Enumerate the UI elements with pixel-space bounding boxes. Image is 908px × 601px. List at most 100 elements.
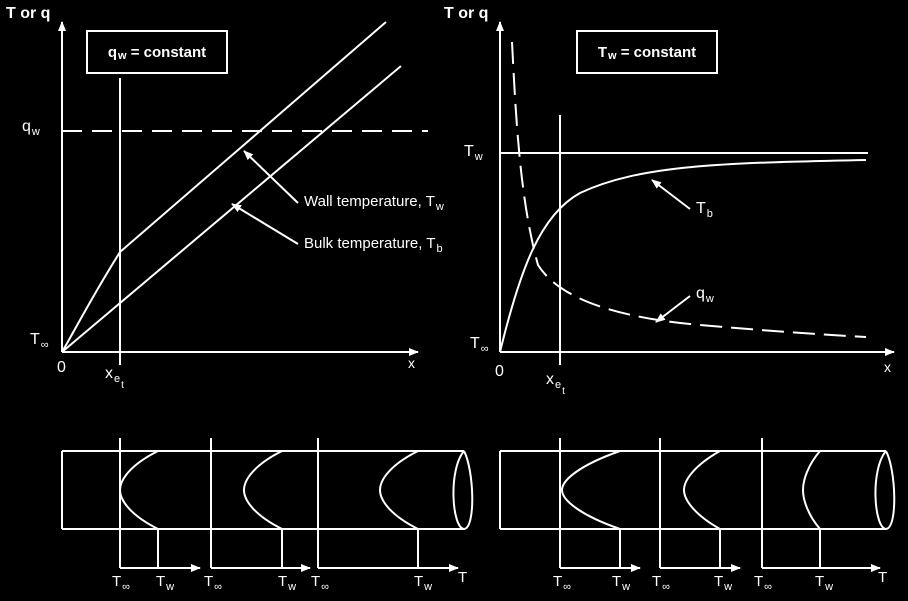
right-x-label: x	[884, 359, 891, 375]
left-wall-temp-sub: w	[435, 201, 444, 213]
right-bottom-label-6: Tw	[815, 573, 833, 593]
right-condition-sym: T	[597, 43, 607, 61]
left-bottom-6-sym: T	[414, 573, 424, 590]
left-bottom-3-sub: ∞	[214, 581, 223, 593]
right-bottom-3-sub: ∞	[662, 581, 671, 593]
left-condition-rest: = constant	[126, 43, 207, 61]
right-bottom-5-sym: T	[754, 573, 764, 590]
right-bottom-label-2: Tw	[612, 573, 630, 593]
left-bottom-2-sub: w	[166, 581, 175, 593]
right-Tw-level-label: Tw	[464, 143, 483, 163]
right-bottom-1-sym: T	[553, 573, 563, 590]
right-Tw-sym: T	[464, 143, 474, 160]
right-bottom-6-sub: w	[825, 581, 834, 593]
left-entry-label: xet	[105, 365, 124, 391]
left-y-axis-label: T or q	[6, 5, 51, 22]
left-profile-3	[378, 450, 419, 530]
left-bottom-2-sym: T	[156, 573, 166, 590]
right-pipe-end	[874, 450, 896, 531]
right-Tb-curve	[499, 159, 867, 353]
left-profile-2	[242, 450, 283, 530]
left-wall-temp-label: Wall temperature, Tw	[304, 193, 444, 213]
right-profile-2	[682, 450, 721, 530]
right-profile-1	[560, 450, 621, 530]
left-bottom-label-1: T∞	[112, 573, 130, 593]
right-Tb-sub: b	[706, 208, 713, 220]
left-qw-level-label: qw	[22, 118, 40, 138]
left-entry-sym: x	[105, 365, 113, 382]
right-y-axis-label: T or q	[444, 5, 489, 22]
left-bulk-temp-text: Bulk temperature, T	[304, 235, 436, 252]
left-condition-sub: w	[118, 50, 127, 62]
right-bottom-label-5: T∞	[754, 573, 772, 593]
left-entry-sub: e	[114, 373, 121, 385]
left-bottom-1-sym: T	[112, 573, 122, 590]
right-origin-T-sub: ∞	[480, 343, 489, 355]
left-bulk-leader	[231, 203, 299, 245]
right-Tb-leader	[651, 179, 691, 210]
right-origin-T-label: T∞	[470, 335, 489, 355]
right-bottom-3-sym: T	[652, 573, 662, 590]
left-origin-T-label: T∞	[30, 331, 49, 351]
right-qw-curve	[511, 41, 867, 338]
left-bottom-6-sub: w	[424, 581, 433, 593]
right-condition-sub: w	[608, 50, 617, 62]
right-bottom-2-sub: w	[622, 581, 631, 593]
left-bulk-temp-sub: b	[436, 243, 443, 255]
left-bottom-4-sub: w	[288, 581, 297, 593]
right-bottom-4-sym: T	[714, 573, 724, 590]
left-T-axis-label: T	[458, 569, 468, 586]
left-bottom-label-6: Tw	[414, 573, 432, 593]
right-condition-rest: = constant	[616, 43, 697, 61]
right-bottom-label-4: Tw	[714, 573, 732, 593]
left-qw-sub: w	[31, 126, 40, 138]
left-condition-sym: q	[107, 43, 117, 61]
right-entry-subsub: t	[562, 386, 565, 397]
left-bottom-5-sym: T	[311, 573, 321, 590]
left-bottom-label-4: Tw	[278, 573, 296, 593]
left-x-label: x	[408, 355, 415, 371]
right-origin-T-sym: T	[470, 335, 480, 352]
right-zero-label: 0	[495, 363, 504, 380]
left-bottom-label-2: Tw	[156, 573, 174, 593]
right-Tb-label: Tb	[696, 200, 713, 220]
right-bottom-label-1: T∞	[553, 573, 571, 593]
right-qw-sym: q	[696, 285, 705, 302]
left-pipe-end	[452, 450, 474, 531]
right-qw-label: qw	[696, 285, 714, 305]
left-bottom-5-sub: ∞	[321, 581, 330, 593]
left-origin-T-sub: ∞	[40, 339, 49, 351]
right-bottom-4-sub: w	[724, 581, 733, 593]
right-Tw-sub: w	[474, 151, 483, 163]
right-entry-sym: x	[546, 371, 554, 388]
left-bulk-temp-label: Bulk temperature, Tb	[304, 235, 443, 255]
right-qw-leader	[655, 295, 691, 323]
left-wall-temperature-curve	[61, 21, 387, 353]
right-profile-3	[801, 450, 821, 530]
left-origin-T-sym: T	[30, 331, 40, 348]
left-zero-label: 0	[57, 359, 66, 376]
left-qw-sym: q	[22, 118, 31, 135]
right-bottom-6-sym: T	[815, 573, 825, 590]
left-bottom-4-sym: T	[278, 573, 288, 590]
left-bottom-label-5: T∞	[311, 573, 329, 593]
left-bottom-1-sub: ∞	[122, 581, 131, 593]
right-bottom-2-sym: T	[612, 573, 622, 590]
left-bottom-3-sym: T	[204, 573, 214, 590]
left-bottom-label-3: T∞	[204, 573, 222, 593]
right-bottom-1-sub: ∞	[563, 581, 572, 593]
left-entry-subsub: t	[121, 380, 124, 391]
right-bottom-5-sub: ∞	[764, 581, 773, 593]
right-Tb-sym: T	[696, 200, 706, 217]
left-wall-temp-text: Wall temperature, T	[304, 193, 435, 210]
right-entry-sub: e	[555, 379, 562, 391]
right-qw-sub: w	[705, 293, 714, 305]
right-entry-label: xet	[546, 371, 565, 397]
left-profile-1	[118, 450, 159, 530]
left-wall-leader	[243, 150, 299, 204]
right-bottom-label-3: T∞	[652, 573, 670, 593]
right-T-axis-label: T	[878, 569, 888, 586]
